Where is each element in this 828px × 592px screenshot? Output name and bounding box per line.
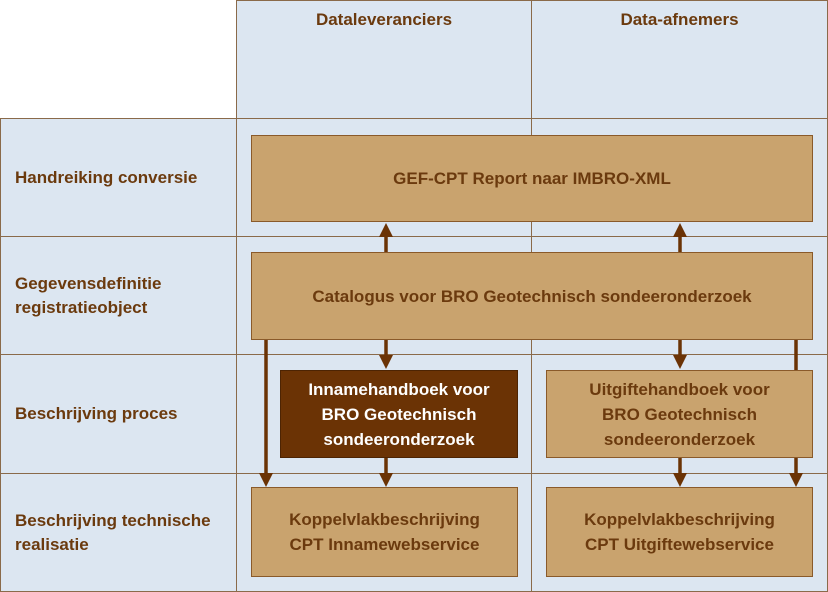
row-label-conversion: Handreiking conversie xyxy=(15,167,198,187)
row-label-definition: Gegevensdefinitie registratieobject xyxy=(15,273,162,317)
column-header-consumers: Data-afnemers xyxy=(620,10,739,29)
box-output-interface: Koppelvlakbeschrijving CPT Uitgiftewebse… xyxy=(546,487,813,577)
grid-cell-row-technical-label xyxy=(0,473,237,592)
grid-cell-row-definition-label xyxy=(0,236,237,355)
box-conversion-gef-cpt: GEF-CPT Report naar IMBRO-XML xyxy=(251,135,813,222)
row-label-technical: Beschrijving technische realisatie xyxy=(15,510,211,554)
row-label-process: Beschrijving proces xyxy=(15,404,178,423)
box-catalogue: Catalogus voor BRO Geotechnisch sondeero… xyxy=(251,252,813,340)
grid-cell-row-process-label xyxy=(0,354,237,474)
box-intake-interface: Koppelvlakbeschrijving CPT Innamewebserv… xyxy=(251,487,518,577)
grid-cell-header-consumers xyxy=(531,0,828,119)
box-output-handbook: Uitgiftehandboek voor BRO Geotechnisch s… xyxy=(546,370,813,458)
box-intake-handbook: Innamehandboek voor BRO Geotechnisch son… xyxy=(280,370,518,458)
column-header-suppliers: Dataleveranciers xyxy=(315,10,453,29)
grid-cell-header-suppliers xyxy=(236,0,532,119)
